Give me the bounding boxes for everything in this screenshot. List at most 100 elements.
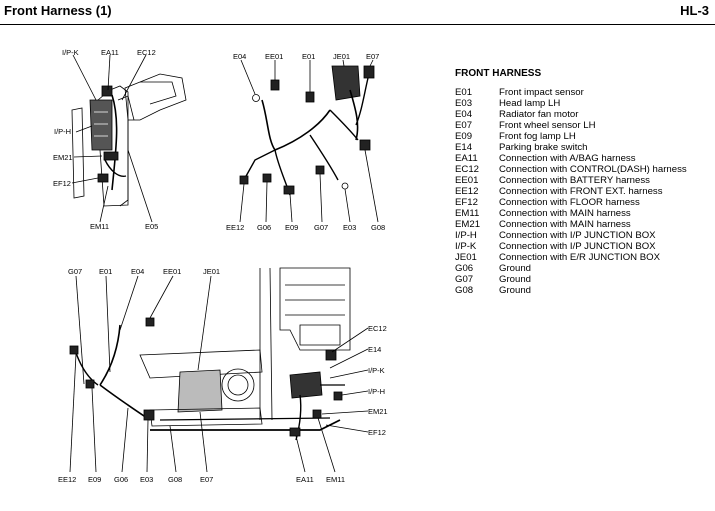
callout-ea11: EA11 [296,475,314,484]
legend-row: EA11 Connection with A/BAG harness [455,153,687,164]
legend-code: EM11 [455,208,480,219]
legend-code: E07 [455,120,473,131]
callout-ee01: EE01 [265,52,283,61]
callout-ec12: EC12 [368,324,387,333]
legend-desc: Parking brake switch [499,142,588,153]
callout-e07: E07 [200,475,213,484]
callout-ip-h: I/P-H [54,127,71,136]
legend-desc: Connection with CONTROL(DASH) harness [499,164,687,175]
callout-ee01: EE01 [163,267,181,276]
legend-desc: Connection with MAIN harness [499,208,631,219]
legend-row: E07 Front wheel sensor LH [455,120,687,131]
legend-row: E09 Front fog lamp LH [455,131,687,142]
callout-e14: E14 [368,345,381,354]
legend-desc: Connection with E/R JUNCTION BOX [499,252,661,263]
callout-je01: JE01 [333,52,350,61]
callout-e05: E05 [145,222,158,231]
callout-g06: G06 [257,223,271,232]
callout-g08: G08 [168,475,182,484]
callout-ea11: EA11 [101,48,119,57]
callout-ip-h: I/P-H [368,387,385,396]
callout-e07: E07 [366,52,379,61]
legend-desc: Front impact sensor [499,87,584,98]
legend-code: E04 [455,109,473,120]
callout-g08: G08 [371,223,385,232]
legend-desc: Connection with I/P JUNCTION BOX [499,230,656,241]
legend-code: I/P-K [455,241,477,252]
legend-code: EC12 [455,164,479,175]
legend-code: E01 [455,87,473,98]
callout-e03: E03 [343,223,356,232]
legend-code: G08 [455,285,474,296]
legend-desc: Front fog lamp LH [499,131,576,142]
legend-desc: Ground [499,274,531,285]
legend-code: G07 [455,274,474,285]
legend-row: E03 Head lamp LH [455,98,687,109]
legend-desc: Connection with I/P JUNCTION BOX [499,241,656,252]
legend-row: EE12 Connection with FRONT EXT. harness [455,186,687,197]
legend-row: G07 Ground [455,274,687,285]
callout-ef12: EF12 [368,428,386,437]
legend-desc: Connection with MAIN harness [499,219,631,230]
callout-em21: EM21 [53,153,73,162]
legend-code: E09 [455,131,473,142]
legend-desc: Connection with FRONT EXT. harness [499,186,663,197]
legend-desc: Head lamp LH [499,98,561,109]
header-bar: Front Harness (1) HL-3 [0,0,715,25]
legend-row: E04 Radiator fan motor [455,109,687,120]
legend-desc: Ground [499,285,531,296]
callout-g06: G06 [114,475,128,484]
legend-row: I/P-H Connection with I/P JUNCTION BOX [455,230,687,241]
legend-row: I/P-K Connection with I/P JUNCTION BOX [455,241,687,252]
legend-desc: Radiator fan motor [499,109,579,120]
legend-desc: Connection with FLOOR harness [499,197,640,208]
legend-code: EA11 [455,153,478,164]
legend-code: E14 [455,142,473,153]
callout-ef12: EF12 [53,179,71,188]
legend-desc: Front wheel sensor LH [499,120,596,131]
callout-e01: E01 [99,267,112,276]
callout-e04: E04 [131,267,144,276]
legend-desc: Connection with A/BAG harness [499,153,636,164]
diagram-ip-labels: I/P-K EA11 EC12 I/P-H EM21 EF12 EM11 E05 [53,48,158,231]
legend-desc: Ground [499,263,531,274]
legend-row: JE01 Connection with E/R JUNCTION BOX [455,252,687,263]
diagram-engine-room [69,267,369,473]
callout-em11: EM11 [326,475,345,484]
legend-code: EE01 [455,175,479,186]
legend-row: EM11 Connection with MAIN harness [455,208,687,219]
callout-e04: E04 [233,52,246,61]
callout-em21: EM21 [368,407,388,416]
callout-ec12: EC12 [137,48,156,57]
diagram-engine-room-labels: G07 E01 E04 EE01 JE01 EC12 E14 I/P-K I/P… [58,267,388,484]
callout-ee12: EE12 [226,223,244,232]
callout-ip-k: I/P-K [62,48,79,57]
legend-code: EF12 [455,197,478,208]
legend-row: E14 Parking brake switch [455,142,687,153]
legend-list: E01 Front impact sensor E03 Head lamp LH E… [455,87,687,296]
diagram-ip-area [71,54,187,223]
callout-e01: E01 [302,52,315,61]
legend-row: E01 Front impact sensor [455,87,687,98]
legend-code: E03 [455,98,473,109]
callout-ee12: EE12 [58,475,76,484]
legend-row: EF12 Connection with FLOOR harness [455,197,687,208]
legend-row: EC12 Connection with CONTROL(DASH) harnes… [455,164,687,175]
legend-row: G08 Ground [455,285,687,296]
callout-e09: E09 [285,223,298,232]
page-title: Front Harness (1) [4,3,112,18]
callout-g07: G07 [314,223,328,232]
legend-code: I/P-H [455,230,477,241]
legend-code: EE12 [455,186,479,197]
diagram-harness-bundle-labels: E04 EE01 E01 JE01 E07 EE12 G06 E09 G07 E… [226,52,385,232]
legend-title: FRONT HARNESS [455,68,542,79]
page-number: HL-3 [680,3,709,18]
callout-e03: E03 [140,475,153,484]
callout-ip-k: I/P-K [368,366,385,375]
legend-code: JE01 [455,252,477,263]
callout-e09: E09 [88,475,101,484]
